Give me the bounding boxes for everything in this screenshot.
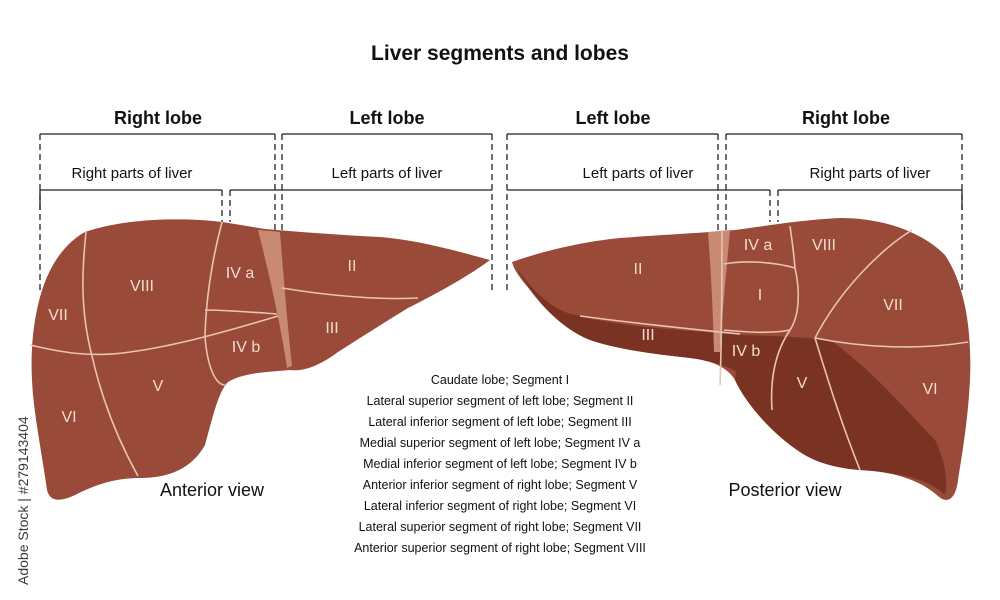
- anterior-line-ii-iii: [281, 287, 419, 300]
- anterior-segment-vii: VII: [48, 307, 68, 324]
- posterior-segment-viii: VIII: [812, 237, 836, 254]
- anterior-segment-viii: VIII: [130, 278, 154, 295]
- anterior-left-parts-label: Left parts of liver: [332, 165, 443, 182]
- anterior-view-label: Anterior view: [160, 480, 265, 500]
- legend-item: Caudate lobe; Segment I: [431, 373, 569, 387]
- diagram-title: Liver segments and lobes: [371, 42, 629, 65]
- posterior-line-caudate-top: [723, 261, 796, 269]
- posterior-segment-ii: II: [634, 261, 643, 278]
- anterior-segment-vi: VI: [61, 409, 76, 426]
- posterior-segment-ivb: IV b: [732, 343, 761, 360]
- legend-item: Lateral superior segment of right lobe; …: [359, 520, 642, 534]
- posterior-shadow-left: [515, 266, 740, 372]
- posterior-segment-vii: VII: [883, 297, 903, 314]
- anterior-line-vii-viii: [82, 231, 93, 357]
- posterior-line-v-vi: [814, 337, 861, 471]
- posterior-view: Left lobe Right lobe Left parts of liver…: [506, 108, 971, 500]
- anterior-view: Right lobe Left lobe Right parts of live…: [29, 108, 493, 500]
- anterior-segment-ivb: IV b: [232, 339, 261, 356]
- anterior-line-right-horizontal: [29, 315, 279, 356]
- legend-item: Lateral inferior segment of left lobe; S…: [368, 415, 631, 429]
- posterior-line-vii-vi: [814, 337, 969, 348]
- posterior-view-label: Posterior view: [728, 480, 842, 500]
- anterior-segment-v: V: [153, 378, 164, 395]
- anterior-liver-shape: [31, 219, 490, 500]
- anterior-segment-iii: III: [325, 320, 338, 337]
- posterior-line-caudate-bottom: [723, 329, 791, 334]
- anterior-line-viii-iva: [204, 221, 226, 386]
- anterior-falciform-ligament: [258, 230, 292, 368]
- anterior-right-lobe-label: Right lobe: [114, 108, 202, 128]
- posterior-line-viii-vii: [814, 229, 913, 339]
- legend-item: Anterior superior segment of right lobe;…: [354, 541, 646, 555]
- posterior-line-iva-viii: [789, 225, 796, 269]
- anterior-segment-ii: II: [348, 258, 357, 275]
- posterior-right-lobe-label: Right lobe: [802, 108, 890, 128]
- anterior-line-iva-ivb: [204, 309, 278, 315]
- legend-item: Anterior inferior segment of right lobe;…: [363, 478, 638, 492]
- posterior-segment-vi: VI: [922, 381, 937, 398]
- legend-item: Medial superior segment of left lobe; Se…: [360, 436, 641, 450]
- legend-item: Medial inferior segment of left lobe; Se…: [363, 457, 637, 471]
- legend-item: Lateral inferior segment of right lobe; …: [364, 499, 636, 513]
- anterior-right-parts-label: Right parts of liver: [72, 165, 193, 182]
- posterior-segment-iva: IV a: [744, 237, 773, 254]
- anterior-left-lobe-label: Left lobe: [350, 108, 425, 128]
- anterior-line-vi-v: [91, 355, 139, 477]
- segment-legend: Caudate lobe; Segment I Lateral superior…: [354, 373, 646, 555]
- posterior-left-lobe-label: Left lobe: [576, 108, 651, 128]
- stock-credit: Adobe Stock | #279143404: [15, 416, 31, 585]
- posterior-line-ivb-v: [770, 329, 791, 411]
- posterior-segment-iii: III: [641, 327, 654, 344]
- posterior-left-parts-label: Left parts of liver: [583, 165, 694, 182]
- posterior-right-parts-label: Right parts of liver: [810, 165, 931, 182]
- anterior-segment-iva: IV a: [226, 265, 255, 282]
- legend-item: Lateral superior segment of left lobe; S…: [367, 394, 634, 408]
- posterior-line-central-vertical: [719, 229, 723, 386]
- posterior-line-ii-iii: [579, 315, 741, 335]
- posterior-line-caudate-right: [789, 267, 800, 331]
- posterior-segment-v: V: [797, 375, 808, 392]
- posterior-ligament: [708, 230, 730, 352]
- posterior-segment-i: I: [758, 287, 762, 304]
